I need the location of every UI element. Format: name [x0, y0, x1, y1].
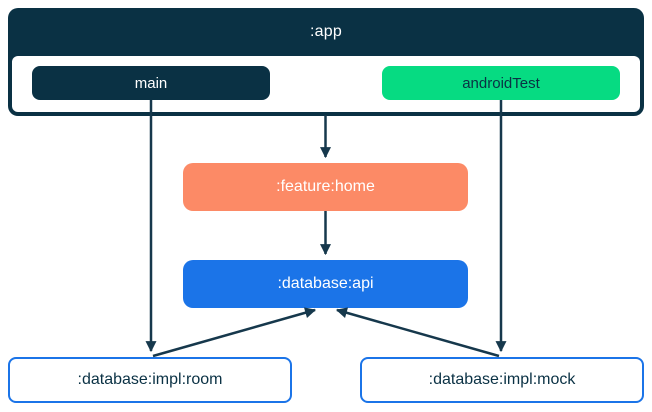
- module-database-impl-room: :database:impl:room: [8, 357, 292, 403]
- module-database-api: :database:api: [183, 260, 468, 308]
- edge-database-impl-room-to-database-api: [152, 307, 317, 358]
- module-database-api-label: :database:api: [277, 275, 374, 292]
- app-module-label: :app: [310, 23, 342, 40]
- source-set-androidtest: androidTest: [382, 66, 620, 100]
- edge-database-impl-mock-to-database-api: [335, 307, 500, 358]
- source-set-main-label: main: [134, 74, 168, 92]
- module-database-impl-room-label: :database:impl:room: [77, 371, 223, 388]
- module-database-impl-mock-label: :database:impl:mock: [428, 371, 576, 388]
- module-database-impl-mock: :database:impl:mock: [360, 357, 644, 403]
- module-feature-home-label: :feature:home: [276, 178, 375, 195]
- module-feature-home: :feature:home: [183, 163, 468, 211]
- source-set-main: main: [32, 66, 270, 100]
- source-set-androidtest-label: androidTest: [462, 74, 540, 92]
